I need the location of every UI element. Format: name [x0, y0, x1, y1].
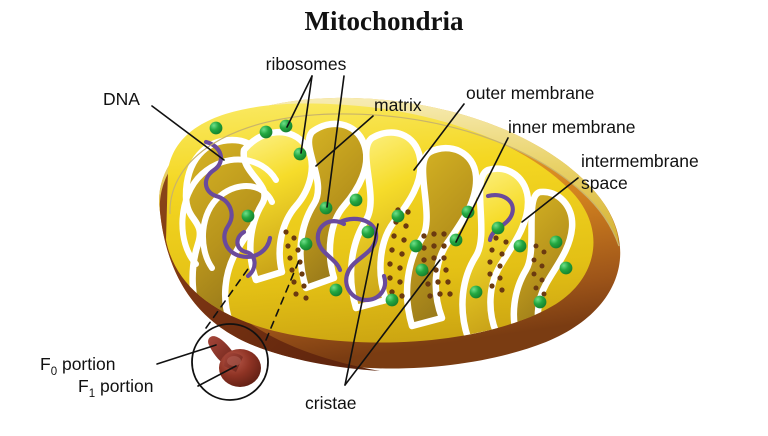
- ribosome: [533, 295, 547, 309]
- leader-cristae-b: [344, 259, 441, 386]
- leader-f0-portion: [156, 344, 217, 365]
- f1-head: [219, 349, 261, 387]
- label-f1-portion: F1 portion: [78, 376, 153, 400]
- atp-synthase-particles: [283, 207, 547, 301]
- magnifier-content: [208, 336, 261, 387]
- cut-edge-face: [159, 128, 380, 371]
- atp-synthase-patch: [531, 243, 547, 297]
- leader-f1-portion: [197, 365, 237, 387]
- ribosome: [209, 121, 223, 135]
- label-matrix: matrix: [374, 95, 422, 115]
- label-cristae: cristae: [305, 393, 357, 413]
- magnifier-connector-left: [205, 265, 251, 329]
- label-dna: DNA: [103, 89, 140, 109]
- leader-dna: [151, 105, 225, 161]
- crista: [179, 156, 279, 267]
- ribosome: [259, 125, 273, 139]
- labels-group: DNA ribosomes matrix outer membrane inne…: [103, 54, 699, 413]
- label-f0-portion: F0 portion: [40, 354, 115, 378]
- ribosomes-group: [209, 119, 573, 309]
- ribosome: [469, 285, 483, 299]
- page-title: Mitochondria: [305, 6, 464, 36]
- atp-synthase-inset: F0 portion F1 portion: [40, 257, 301, 401]
- ribosome: [549, 235, 563, 249]
- dna-strand: [203, 139, 273, 259]
- ribosome: [361, 225, 375, 239]
- leader-cristae-a: [344, 223, 379, 386]
- f0-subscript: 0: [51, 366, 57, 378]
- ribosome: [299, 237, 313, 251]
- ribosome: [415, 263, 429, 277]
- magnifier-connector-right: [265, 257, 301, 341]
- atp-synthase-patch: [421, 231, 453, 299]
- mitochondrion-body: [159, 97, 621, 371]
- leader-intermembrane-space: [521, 177, 579, 223]
- ribosome: [329, 283, 343, 297]
- leader-lines: [151, 75, 579, 386]
- ribosome: [385, 293, 399, 307]
- ribosome: [319, 201, 333, 215]
- label-ribosomes: ribosomes: [266, 54, 347, 74]
- leader-ribosomes-c: [326, 75, 345, 208]
- f0-prefix: F: [40, 354, 51, 374]
- leader-ribosomes-b: [300, 75, 313, 154]
- dna-strand: [337, 216, 388, 303]
- label-inner-membrane: inner membrane: [508, 117, 635, 137]
- leader-ribosomes-a: [286, 75, 313, 128]
- label-intermembrane-space-line1: intermembrane: [581, 151, 699, 171]
- f1-prefix: F: [78, 376, 89, 396]
- crista: [347, 129, 424, 312]
- magnifier-circle: [191, 323, 269, 401]
- label-outer-membrane: outer membrane: [466, 83, 594, 103]
- label-intermembrane-space-line2: space: [581, 173, 628, 193]
- f1-highlight: [227, 356, 241, 366]
- ribosome: [559, 261, 573, 275]
- dna-strand: [315, 219, 347, 273]
- outer-membrane-contour: [169, 113, 620, 247]
- f1-subscript: 1: [89, 388, 95, 400]
- ribosome: [241, 209, 255, 223]
- f0-suffix: portion: [57, 354, 115, 374]
- ribosome: [449, 233, 463, 247]
- f1-suffix: portion: [95, 376, 153, 396]
- dna-strand: [235, 229, 257, 279]
- ribosome: [491, 221, 505, 235]
- ribosome: [391, 209, 405, 223]
- atp-synthase-patch: [487, 235, 509, 293]
- ribosome: [461, 205, 475, 219]
- ribosome: [349, 193, 363, 207]
- leader-inner-membrane: [455, 137, 509, 243]
- ribosome: [513, 239, 527, 253]
- outer-membrane-rim: [159, 97, 619, 246]
- leader-matrix: [315, 115, 374, 167]
- ribosome: [293, 147, 307, 161]
- crista: [240, 129, 316, 284]
- ribosome: [409, 239, 423, 253]
- leader-outer-membrane: [413, 103, 465, 171]
